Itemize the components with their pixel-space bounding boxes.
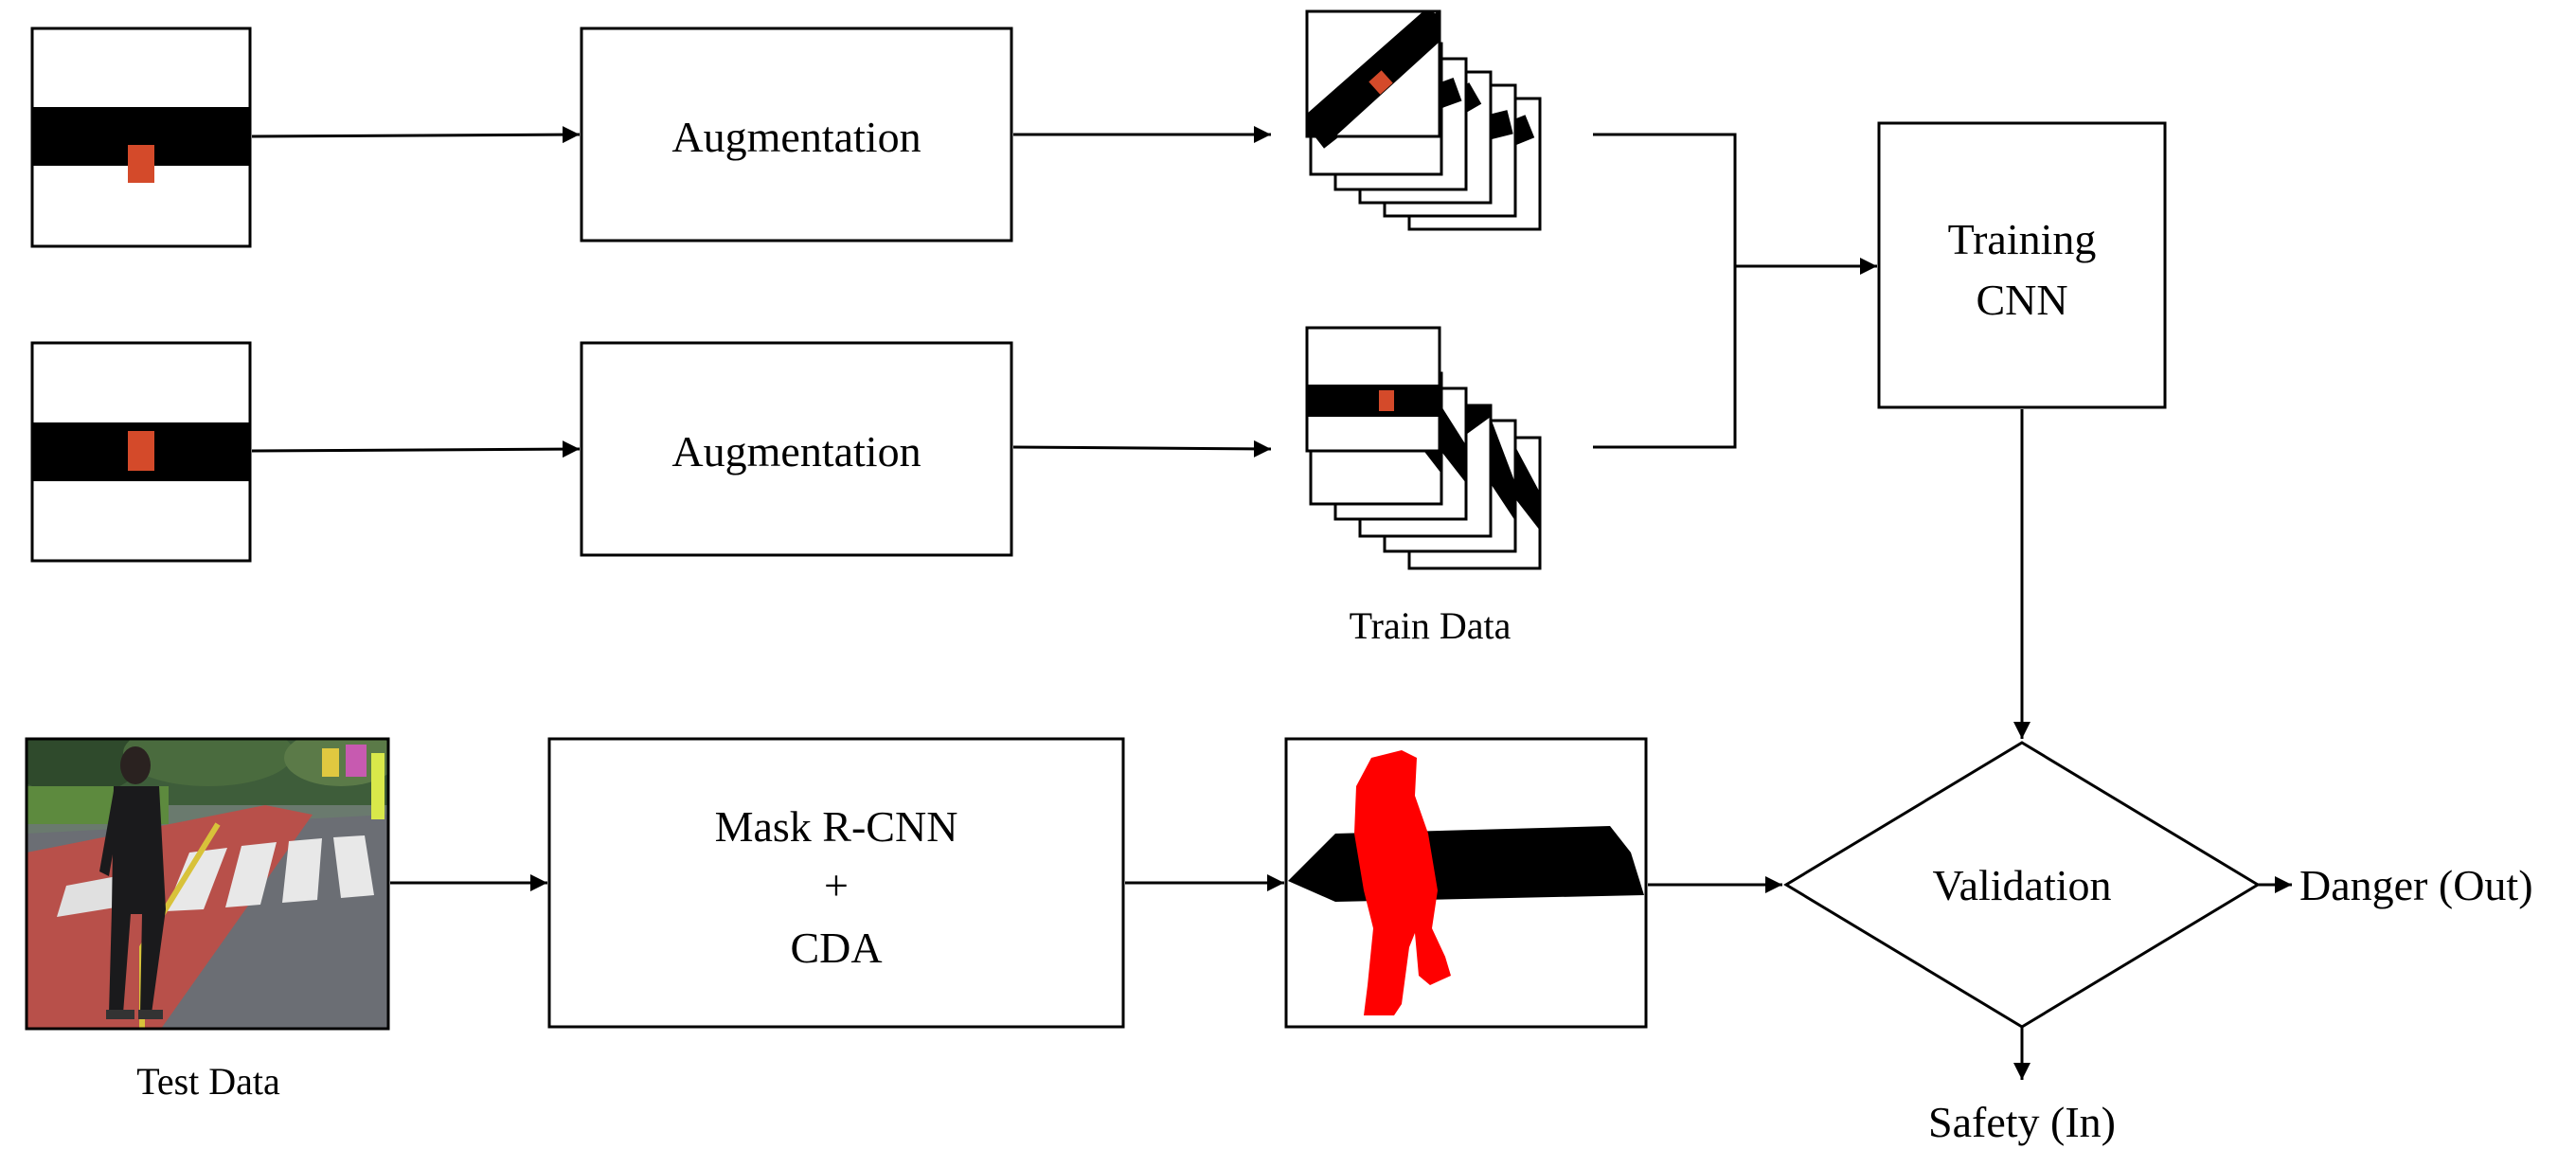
augmentation-box-top: Augmentation [580,27,1013,242]
augmentation-bottom-label: Augmentation [671,427,921,476]
validation-label: Validation [1932,861,2111,909]
arrow-augmentation-to-train2 [1012,440,1272,458]
arrow-input2-to-augmentation [251,440,581,458]
validation-decision: Validation [1783,741,2261,1029]
mask-rcnn-cda-box: Mask R-CNN + CDA [547,737,1125,1029]
test-data-caption: Test Data [136,1060,280,1103]
augmentation-top-label: Augmentation [671,113,921,161]
training-cnn-box: Training CNN [1877,121,2167,409]
train-data-caption: Train Data [1350,604,1512,647]
arrow-input1-to-augmentation [251,126,581,144]
mask-label-line3: CDA [790,924,882,972]
safety-in-label: Safety (In) [1928,1098,2116,1146]
mask-label-line2: + [824,861,849,909]
training-label-line1: Training [1948,215,2097,263]
mask-label-line1: Mask R-CNN [715,802,958,851]
input-image-2-icon [30,341,252,563]
test-photo-icon [25,737,390,1031]
train-stack-1-icon [1305,9,1542,231]
danger-out-label: Danger (Out) [2299,861,2533,909]
train-stack-2-icon [1305,326,1542,570]
input-image-1-icon [30,27,252,248]
connector-train1 [1593,133,1737,449]
augmentation-box-bottom: Augmentation [580,341,1013,557]
segmentation-mask-icon [1284,737,1648,1029]
training-label-line2: CNN [1976,276,2067,324]
